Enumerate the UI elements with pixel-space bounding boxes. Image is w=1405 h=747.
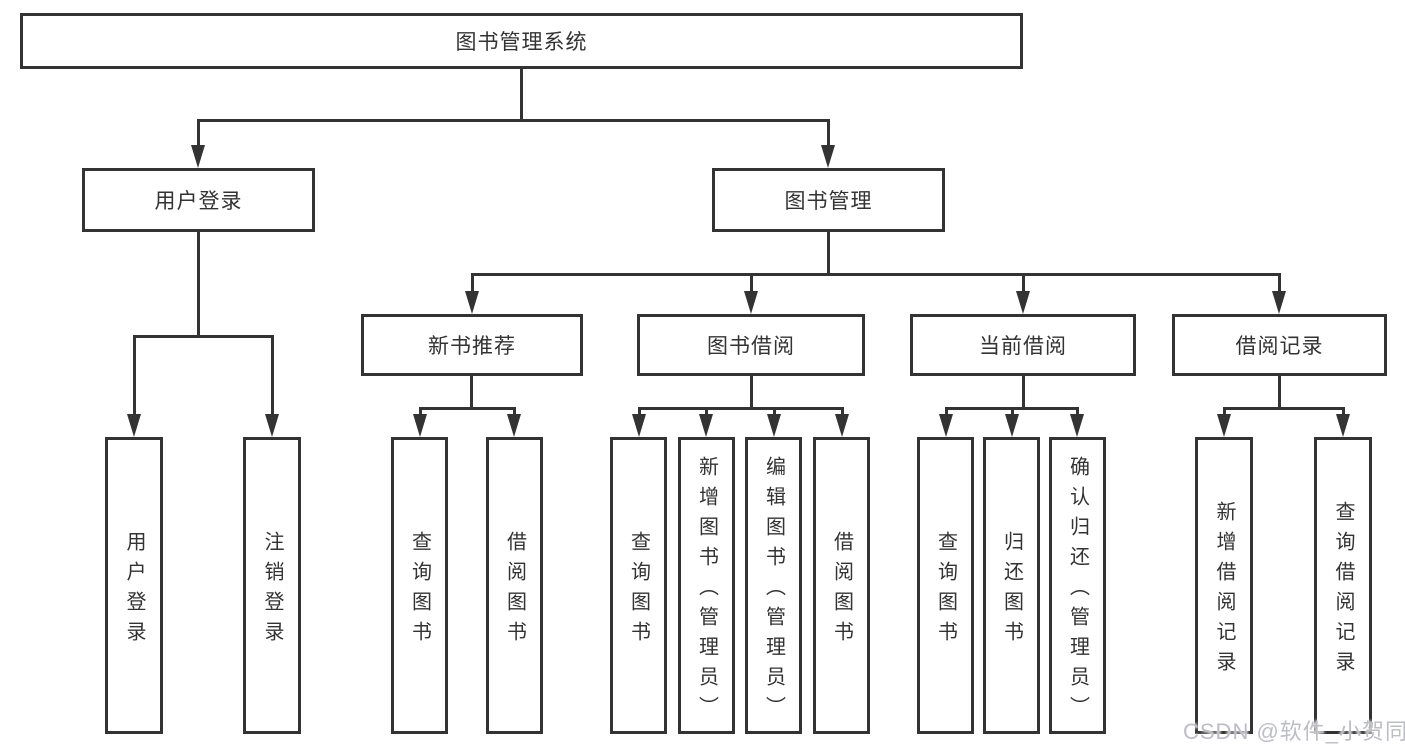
- node-borrowing-records-label: 借阅记录: [1235, 335, 1324, 358]
- connector-line: [197, 232, 200, 335]
- connector-line: [827, 232, 830, 273]
- arrow-down-icon: [1070, 414, 1084, 437]
- connector-line: [1278, 273, 1281, 295]
- leaf-user-login: 用户登录: [105, 437, 163, 734]
- connector-line: [271, 335, 274, 417]
- node-book-management-label: 图书管理: [784, 190, 873, 213]
- node-user-login-label: 用户登录: [154, 190, 243, 213]
- connector-line: [1223, 407, 1344, 410]
- leaf-query-books-recommend: 查询图书: [391, 437, 448, 734]
- leaf-borrow-books-recommend-label: 借阅图书: [503, 530, 526, 651]
- leaf-confirm-return-admin: 确认归还（管理员）: [1049, 437, 1106, 734]
- connector-line: [1022, 273, 1025, 295]
- connector-line: [197, 119, 830, 122]
- node-current-borrowing: 当前借阅: [910, 314, 1136, 376]
- arrow-down-icon: [744, 291, 758, 314]
- connector-line: [471, 273, 1281, 276]
- node-book-borrowing-label: 图书借阅: [707, 335, 795, 358]
- leaf-edit-books-admin-label: 编辑图书（管理员）: [762, 455, 785, 726]
- arrow-down-icon: [265, 414, 279, 437]
- arrow-down-icon: [191, 145, 205, 168]
- arrow-down-icon: [632, 414, 646, 437]
- connector-line: [1223, 407, 1226, 419]
- connector-line: [945, 407, 948, 419]
- connector-line: [827, 119, 830, 149]
- arrow-down-icon: [127, 414, 141, 437]
- leaf-user-login-label: 用户登录: [123, 530, 145, 651]
- arrow-down-icon: [413, 414, 427, 437]
- leaf-borrow-books-borrowing-label: 借阅图书: [830, 530, 853, 651]
- arrow-down-icon: [767, 414, 781, 437]
- connector-line: [133, 335, 136, 417]
- leaf-query-books-current: 查询图书: [917, 437, 974, 734]
- node-root-label: 图书管理系统: [455, 31, 588, 54]
- node-root: 图书管理系统: [20, 13, 1023, 69]
- leaf-add-borrow-record: 新增借阅记录: [1195, 437, 1253, 734]
- arrow-down-icon: [1016, 291, 1030, 314]
- arrow-down-icon: [1005, 414, 1019, 437]
- connector-line: [419, 407, 515, 410]
- connector-line: [1342, 407, 1345, 419]
- leaf-query-books-recommend-label: 查询图书: [408, 530, 431, 651]
- arrow-down-icon: [1217, 414, 1231, 437]
- leaf-add-borrow-record-label: 新增借阅记录: [1213, 500, 1235, 681]
- connector-line: [841, 407, 844, 419]
- leaf-confirm-return-admin-label: 确认归还（管理员）: [1066, 455, 1089, 726]
- connector-line: [470, 376, 473, 407]
- connector-line: [133, 335, 274, 338]
- leaf-query-borrow-record-label: 查询借阅记录: [1332, 500, 1354, 681]
- node-new-book-recommend: 新书推荐: [361, 314, 583, 376]
- leaf-return-books: 归还图书: [983, 437, 1040, 734]
- leaf-borrow-books-borrowing: 借阅图书: [813, 437, 870, 734]
- connector-line: [638, 407, 641, 419]
- leaf-query-books-borrowing: 查询图书: [610, 437, 667, 734]
- arrow-down-icon: [699, 414, 713, 437]
- leaf-return-books-label: 归还图书: [1000, 530, 1023, 651]
- connector-line: [197, 119, 200, 149]
- leaf-add-books-admin-label: 新增图书（管理员）: [695, 455, 718, 726]
- connector-line: [1011, 407, 1014, 419]
- arrow-down-icon: [1272, 291, 1286, 314]
- leaf-query-borrow-record: 查询借阅记录: [1314, 437, 1372, 734]
- leaf-logout: 注销登录: [243, 437, 301, 734]
- connector-line: [750, 376, 753, 407]
- connector-line: [1076, 407, 1079, 419]
- watermark: CSDN @软件_小贺同学: [1183, 719, 1405, 744]
- node-current-borrowing-label: 当前借阅: [979, 335, 1067, 358]
- connector-line: [1278, 376, 1281, 407]
- arrow-down-icon: [939, 414, 953, 437]
- node-borrowing-records: 借阅记录: [1172, 314, 1387, 376]
- connector-line: [773, 407, 776, 419]
- node-user-login: 用户登录: [82, 168, 315, 232]
- leaf-logout-label: 注销登录: [261, 530, 283, 651]
- arrow-down-icon: [507, 414, 521, 437]
- connector-line: [750, 273, 753, 295]
- leaf-query-books-borrowing-label: 查询图书: [627, 530, 650, 651]
- leaf-borrow-books-recommend: 借阅图书: [486, 437, 543, 734]
- connector-line: [419, 407, 422, 419]
- leaf-query-books-current-label: 查询图书: [934, 530, 957, 651]
- connector-line: [520, 69, 523, 119]
- leaf-add-books-admin: 新增图书（管理员）: [678, 437, 735, 734]
- arrow-down-icon: [1336, 414, 1350, 437]
- connector-line: [638, 407, 843, 410]
- arrow-down-icon: [835, 414, 849, 437]
- node-book-management: 图书管理: [712, 168, 945, 232]
- connector-line: [705, 407, 708, 419]
- arrow-down-icon: [821, 145, 835, 168]
- node-book-borrowing: 图书借阅: [637, 314, 865, 376]
- node-new-book-recommend-label: 新书推荐: [428, 335, 516, 358]
- leaf-edit-books-admin: 编辑图书（管理员）: [745, 437, 802, 734]
- arrow-down-icon: [465, 291, 479, 314]
- connector-line: [513, 407, 516, 419]
- connector-line: [471, 273, 474, 295]
- connector-line: [1022, 376, 1025, 407]
